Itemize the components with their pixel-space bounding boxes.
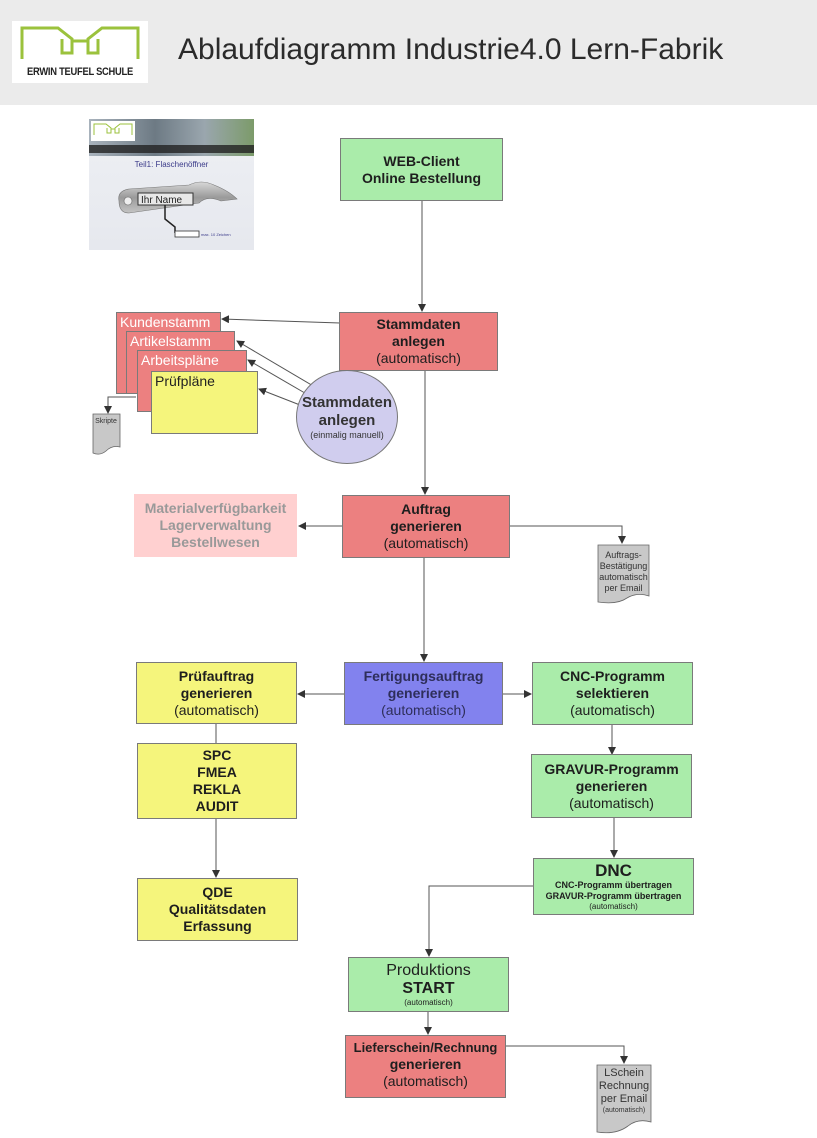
node-line: CNC-Programm übertragen xyxy=(554,880,673,890)
node-line: (einmalig manuell) xyxy=(310,429,384,440)
node-line: Lieferschein/Rechnung xyxy=(353,1040,498,1055)
node-line: Erfassung xyxy=(183,918,252,934)
skripte-label: Skripte xyxy=(95,418,117,425)
thumbnail-logo xyxy=(91,121,135,141)
pruefplaene-card[interactable]: Prüfpläne xyxy=(151,371,258,434)
quality-node[interactable]: SPC FMEA REKLA AUDIT xyxy=(137,743,297,819)
node-line: selektieren xyxy=(575,685,650,701)
node-line: REKLA xyxy=(192,781,242,797)
node-line: (automatisch) xyxy=(404,997,453,1007)
doc-line: Rechnung xyxy=(598,1080,650,1092)
node-line: Produktions xyxy=(386,961,471,979)
node-line: WEB-Client xyxy=(383,152,460,169)
thumbnail-bar xyxy=(89,145,254,153)
node-line: (automatisch) xyxy=(570,702,655,718)
node-line: generieren xyxy=(390,518,462,534)
node-line: (automatisch) xyxy=(383,535,469,551)
node-line: Qualitätsdaten xyxy=(168,901,267,917)
node-line: (automatisch) xyxy=(376,350,461,366)
dnc-node[interactable]: DNC CNC-Programm übertragen GRAVUR-Progr… xyxy=(533,858,694,915)
node-line: Stammdaten xyxy=(376,316,461,332)
doc-line: per Email xyxy=(604,583,643,593)
node-line: anlegen xyxy=(318,411,376,429)
doc-line: Bestätigung xyxy=(599,561,648,571)
logo-text: ERWIN TEUFEL SCHULE xyxy=(27,66,133,78)
node-line: Stammdaten xyxy=(301,393,393,411)
school-logo: ERWIN TEUFEL SCHULE xyxy=(12,21,148,83)
node-line: (automatisch) xyxy=(569,794,654,811)
node-line: AUDIT xyxy=(195,798,239,814)
card-label: Artikelstamm xyxy=(130,333,211,349)
card-label: Arbeitspläne xyxy=(141,352,219,368)
gravur-node[interactable]: GRAVUR-Programm generieren (automatisch) xyxy=(531,754,692,818)
produktion-node[interactable]: Produktions START (automatisch) xyxy=(348,957,509,1012)
doc-line: (automatisch) xyxy=(602,1107,646,1114)
card-label: Prüfpläne xyxy=(155,373,215,389)
fertigungsauftrag-node[interactable]: Fertigungsauftrag generieren (automatisc… xyxy=(344,662,503,725)
node-line: generieren xyxy=(387,685,460,701)
doc-line: Auftrags- xyxy=(605,550,642,560)
pruefauftrag-node[interactable]: Prüfauftrag generieren (automatisch) xyxy=(136,662,297,724)
node-line: Bestellwesen xyxy=(171,534,260,550)
page-header: ERWIN TEUFEL SCHULE Ablaufdiagramm Indus… xyxy=(0,0,817,105)
auftragsbestaetigung-document: Auftrags- Bestätigung automatisch per Em… xyxy=(597,544,650,606)
arrow-auftrag-to-bestaetigung xyxy=(510,525,626,544)
arrow-circle-to-arbeitsplaene xyxy=(247,359,311,397)
node-line: Auftrag xyxy=(401,501,451,517)
arrow-circle-to-pruefplaene xyxy=(258,387,301,406)
auftrag-node[interactable]: Auftrag generieren (automatisch) xyxy=(342,495,510,558)
node-line: anlegen xyxy=(392,333,445,349)
node-line: (automatisch) xyxy=(174,701,259,718)
thumbnail-hint: max. 10 Zeichen xyxy=(201,232,231,237)
node-line: Fertigungsauftrag xyxy=(363,668,484,684)
node-line: GRAVUR-Programm xyxy=(544,760,679,777)
bottle-opener-icon: Ihr Name max. 10 Zeichen xyxy=(118,181,238,238)
node-line: Online Bestellung xyxy=(361,169,481,186)
card-label: Kundenstamm xyxy=(120,314,211,330)
arrow-stammdaten-to-kundenstamm xyxy=(221,315,341,324)
lschein-document: LSchein Rechnung per Email (automatisch) xyxy=(596,1064,652,1136)
stammdaten-auto-node[interactable]: Stammdaten anlegen (automatisch) xyxy=(339,312,498,371)
doc-line: automatisch xyxy=(599,572,648,582)
node-line: DNC xyxy=(595,861,632,880)
node-line: START xyxy=(402,979,455,997)
node-line: Materialverfügbarkeit xyxy=(144,500,287,516)
thumbnail-name-label: Ihr Name xyxy=(141,195,183,206)
stammdaten-manuell-node[interactable]: Stammdaten anlegen (einmalig manuell) xyxy=(296,370,398,464)
node-line: FMEA xyxy=(197,764,237,780)
node-line: CNC-Programm xyxy=(559,668,665,684)
arrow-dnc-to-produktion xyxy=(425,885,533,957)
node-line: Lagerverwaltung xyxy=(159,517,272,533)
document-icon xyxy=(596,1064,652,1134)
node-line: (automatisch) xyxy=(589,902,638,911)
node-line: generieren xyxy=(389,1056,462,1072)
cnc-node[interactable]: CNC-Programm selektieren (automatisch) xyxy=(532,662,693,725)
node-line: (automatisch) xyxy=(383,1073,468,1089)
node-line: QDE xyxy=(202,884,233,900)
thumbnail-caption: Teil1: Flaschenöffner xyxy=(134,160,209,169)
node-line: SPC xyxy=(202,747,232,763)
arrow-lieferschein-to-lschein xyxy=(505,1045,628,1064)
arrow-stack-to-skripte xyxy=(104,396,136,414)
doc-line: LSchein xyxy=(604,1067,644,1079)
node-line: Prüfauftrag xyxy=(178,667,255,684)
node-line: (automatisch) xyxy=(381,702,466,718)
product-thumbnail: Teil1: Flaschenöffner Ihr Name max. 10 Z… xyxy=(89,119,254,250)
lieferschein-node[interactable]: Lieferschein/Rechnung generieren (automa… xyxy=(345,1035,506,1098)
page-title: Ablaufdiagramm Industrie4.0 Lern-Fabrik xyxy=(178,33,724,66)
school-logo-icon xyxy=(20,26,140,59)
node-line: GRAVUR-Programm übertragen xyxy=(545,891,682,901)
web-client-node[interactable]: WEB-Client Online Bestellung xyxy=(340,138,503,201)
material-node[interactable]: Materialverfügbarkeit Lagerverwaltung Be… xyxy=(134,494,297,557)
document-icon xyxy=(597,544,650,604)
node-line: generieren xyxy=(575,777,648,794)
arrow-circle-to-artikelstamm xyxy=(236,340,321,391)
doc-line: per Email xyxy=(600,1093,648,1105)
skripte-document-icon: Skripte xyxy=(92,413,121,455)
qde-node[interactable]: QDE Qualitätsdaten Erfassung xyxy=(137,878,298,941)
node-line: generieren xyxy=(180,684,253,701)
